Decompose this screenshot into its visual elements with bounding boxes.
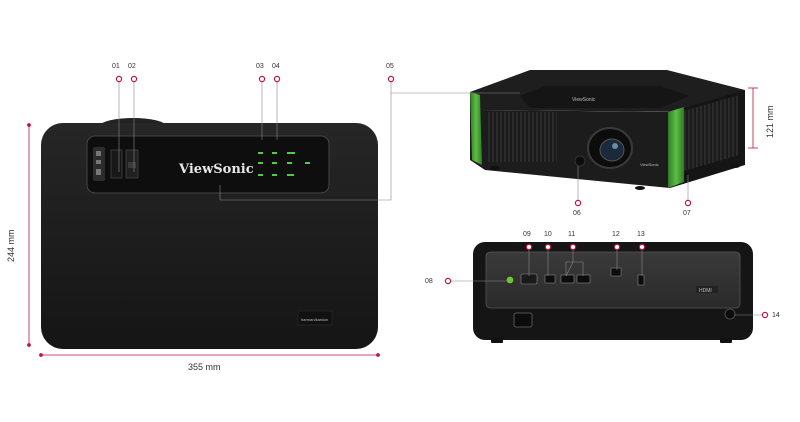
callout-label: 06 <box>573 210 581 217</box>
usb-port-slot <box>110 149 123 179</box>
led-buttons[interactable] <box>258 152 310 176</box>
svg-text:ViewSonic: ViewSonic <box>572 97 596 103</box>
callout-11: 11 <box>565 231 584 277</box>
harman-badge <box>297 310 333 326</box>
callout-label: 13 <box>637 231 645 238</box>
callout-04: 04 <box>272 63 281 140</box>
callout-dot <box>130 75 138 83</box>
power-inlet <box>513 312 533 328</box>
callout-dot <box>273 75 281 83</box>
callout-dot <box>525 243 533 251</box>
hdmi-port-2 <box>576 274 591 284</box>
callout-08: 08 <box>425 277 508 285</box>
hdmi-logo: HDMI <box>699 288 712 294</box>
usb-port <box>544 274 556 284</box>
width-dimension <box>39 353 380 357</box>
callout-09: 09 <box>523 231 533 276</box>
callouts: 01 02 03 04 05 06 07 08 09 10 11 12 13 14 <box>112 63 780 319</box>
callout-01: 01 <box>112 63 123 172</box>
audio-out-port <box>505 275 515 285</box>
callout-dot <box>613 243 621 251</box>
callout-dot <box>258 75 266 83</box>
callout-dot <box>638 243 646 251</box>
svg-text:ViewSonic: ViewSonic <box>640 162 659 167</box>
green-accent-right <box>668 107 684 188</box>
callout-label: 12 <box>612 231 620 238</box>
callout-10: 10 <box>544 231 552 276</box>
callout-label: 05 <box>386 63 394 70</box>
brand-logo-top: ViewSonic <box>178 162 254 177</box>
callout-line <box>565 247 584 277</box>
callout-line <box>219 79 520 201</box>
callout-07: 07 <box>683 175 692 217</box>
callout-label: 01 <box>112 63 120 70</box>
callout-05: 05 <box>219 63 520 201</box>
security-slot <box>724 308 736 320</box>
callout-dot <box>544 243 552 251</box>
usb-c-port <box>610 267 622 277</box>
service-port <box>637 274 645 286</box>
control-panel <box>86 135 330 194</box>
callout-dot <box>387 75 395 83</box>
callout-label: 03 <box>256 63 264 70</box>
perspective-view: ViewSonic ViewSonic <box>470 70 745 190</box>
callout-label: 08 <box>425 278 433 285</box>
callout-dot <box>444 277 452 285</box>
callout-label: 10 <box>544 231 552 238</box>
callout-dot <box>115 75 123 83</box>
top-view: ViewSonic harman/kardon <box>41 118 378 349</box>
callout-label: 02 <box>128 63 136 70</box>
rear-io-panel <box>485 251 741 309</box>
callout-14: 14 <box>734 311 780 319</box>
callout-label: 14 <box>772 312 780 319</box>
depth-dimension <box>27 123 31 347</box>
depth-label: 244 mm <box>6 229 16 262</box>
height-dimension <box>748 87 758 149</box>
ir-sensor <box>574 155 586 167</box>
callout-02: 02 <box>128 63 138 172</box>
green-accent-left <box>470 92 482 165</box>
rear-view: HDMI <box>473 242 753 343</box>
callout-label: 07 <box>683 210 691 217</box>
callout-06: 06 <box>573 166 582 217</box>
height-label: 121 mm <box>765 105 775 138</box>
width-label: 355 mm <box>188 362 221 372</box>
svg-text:harman/kardon: harman/kardon <box>301 317 328 322</box>
callout-label: 04 <box>272 63 280 70</box>
callout-13: 13 <box>637 231 646 276</box>
callout-dot <box>569 243 577 251</box>
callout-12: 12 <box>612 231 621 270</box>
callout-dot <box>574 199 582 207</box>
hdmi-port-1 <box>560 274 575 284</box>
callout-label: 11 <box>568 231 575 238</box>
callout-label: 09 <box>523 231 531 238</box>
callout-dot <box>761 311 769 319</box>
callout-03: 03 <box>256 63 266 140</box>
callout-dot <box>684 199 692 207</box>
